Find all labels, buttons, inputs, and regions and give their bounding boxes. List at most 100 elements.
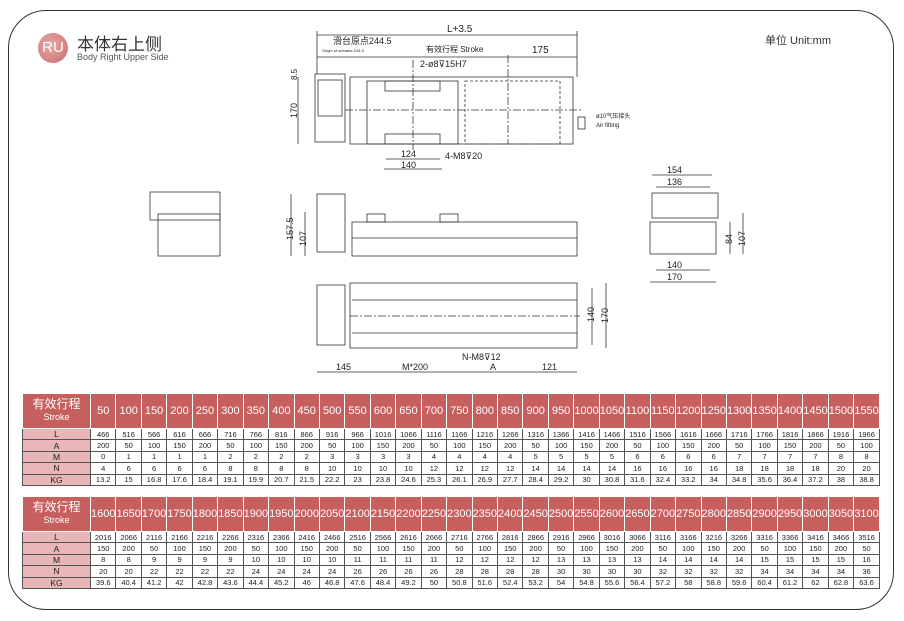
unit-label: 单位 Unit:mm [765, 35, 831, 47]
cell-value: 12 [496, 462, 524, 475]
stroke-value: 1850 [217, 496, 244, 532]
cell-value: 200 [496, 439, 524, 452]
stroke-value: 500 [318, 393, 346, 429]
cell-value: 766 [242, 427, 270, 441]
cell-value: 100 [166, 542, 193, 555]
cell-value: 2 [242, 450, 270, 464]
cell-value: 8 [242, 462, 270, 475]
cell-value: 100 [242, 439, 270, 452]
cell-value: 22 [217, 565, 244, 578]
cell-value: 12 [446, 553, 473, 567]
row-label: KG [22, 576, 91, 589]
stroke-value: 600 [369, 393, 397, 429]
cell-value: 10 [293, 553, 320, 567]
cell-value: 100 [369, 542, 397, 555]
cell-value: 43.6 [217, 576, 244, 589]
cell-value: 5 [547, 450, 575, 464]
cell-value: 3 [369, 450, 397, 464]
stroke-value: 1550 [853, 393, 880, 429]
cell-value: 2566 [369, 530, 397, 544]
cell-value: 47.6 [344, 576, 371, 589]
cell-value: 2916 [547, 530, 575, 544]
cell-value: 2416 [293, 530, 320, 544]
dim-84: 84 [724, 234, 734, 244]
cell-value: 10 [242, 553, 270, 567]
stroke-value: 150 [140, 393, 168, 429]
cell-value: 566 [140, 427, 168, 441]
cell-value: 9 [191, 553, 219, 567]
cell-value: 100 [471, 542, 499, 555]
cell-value: 150 [802, 542, 829, 555]
cell-value: 18 [751, 462, 778, 475]
cell-value: 62 [802, 576, 829, 589]
stroke-value: 1300 [725, 393, 753, 429]
cell-value: 50 [751, 542, 778, 555]
cell-value: 100 [649, 439, 677, 452]
dim-a: A [490, 362, 496, 372]
cell-value: 21.5 [293, 473, 320, 486]
cell-value: 150 [369, 439, 397, 452]
cell-value: 24 [242, 565, 270, 578]
cell-value: 12 [522, 553, 549, 567]
cell-value: 42.8 [191, 576, 219, 589]
cell-value: 7 [725, 450, 753, 464]
cell-value: 22 [140, 565, 168, 578]
stroke-value: 1500 [827, 393, 855, 429]
stroke-value: 450 [293, 393, 320, 429]
stroke-value: 1900 [242, 496, 270, 532]
cell-value: 2666 [420, 530, 448, 544]
cell-value: 50.8 [446, 576, 473, 589]
cell-value: 200 [827, 542, 855, 555]
cell-value: 150 [166, 439, 193, 452]
cell-value: 3 [344, 450, 371, 464]
cell-value: 1966 [853, 427, 880, 441]
bottom-holes-label: N-M8⊽12 [462, 352, 501, 362]
cell-value: 200 [318, 542, 346, 555]
cell-value: 50 [827, 439, 855, 452]
cell-value: 26 [420, 565, 448, 578]
cell-value: 17.6 [166, 473, 193, 486]
cell-value: 200 [395, 439, 422, 452]
cell-value: 42 [166, 576, 193, 589]
cell-value: 10 [318, 462, 346, 475]
cell-value: 200 [217, 542, 244, 555]
cell-value: 3466 [827, 530, 855, 544]
cell-value: 32.4 [649, 473, 677, 486]
cell-value: 10 [395, 462, 422, 475]
cell-value: 6 [649, 450, 677, 464]
cell-value: 50 [649, 542, 677, 555]
dim-170-end: 170 [667, 272, 682, 282]
cell-value: 2 [217, 450, 244, 464]
cell-value: 18 [725, 462, 753, 475]
cell-value: 1016 [369, 427, 397, 441]
stroke-label: 有效行程 Stroke [426, 44, 484, 54]
cell-value: 30 [547, 565, 575, 578]
cell-value: 63.6 [853, 576, 880, 589]
dim-107: 107 [298, 231, 308, 246]
dim-140: 140 [401, 160, 416, 170]
stroke-value: 2850 [725, 496, 753, 532]
cell-value: 150 [89, 542, 117, 555]
cell-value: 1766 [751, 427, 778, 441]
cell-value: 2516 [344, 530, 371, 544]
cell-value: 3 [318, 450, 346, 464]
cell-value: 3316 [751, 530, 778, 544]
stroke-value: 1250 [700, 393, 727, 429]
dim-140-end: 140 [667, 260, 682, 270]
cell-value: 2466 [318, 530, 346, 544]
cell-value: 916 [318, 427, 346, 441]
cell-value: 3366 [776, 530, 804, 544]
cell-value: 0 [89, 450, 117, 464]
cell-value: 16 [624, 462, 651, 475]
dim-170-bottom: 170 [600, 308, 610, 323]
cell-value: 28.4 [522, 473, 549, 486]
stroke-header-cn: 有效行程 [32, 397, 81, 411]
cell-value: 2 [268, 450, 295, 464]
cell-value: 1066 [395, 427, 422, 441]
cell-value: 3016 [598, 530, 626, 544]
cell-value: 1216 [471, 427, 499, 441]
cell-value: 8 [293, 462, 320, 475]
row-label: L [22, 427, 91, 441]
